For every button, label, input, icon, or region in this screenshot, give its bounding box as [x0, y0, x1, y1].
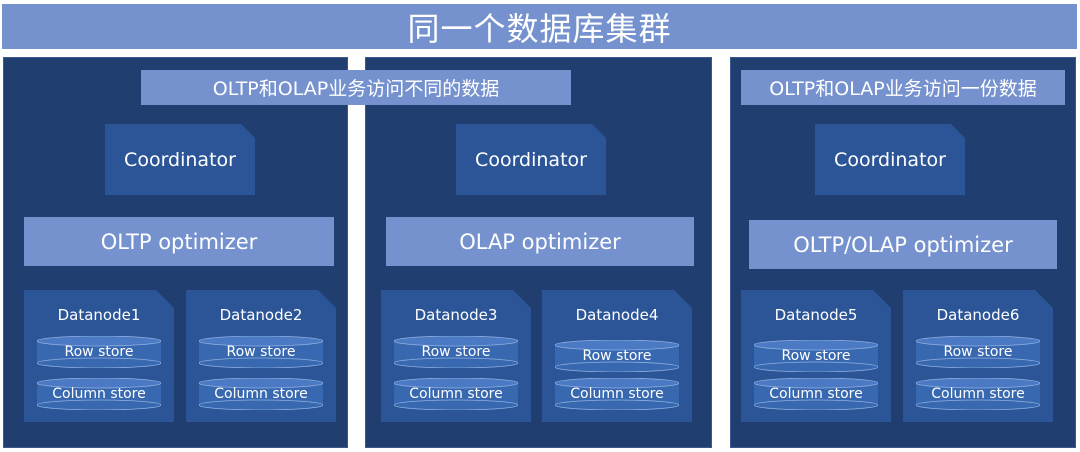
datanode-label: Datanode6 — [936, 306, 1020, 324]
datanode-4: Datanode4 Row store Column store — [542, 290, 692, 422]
column-store-label: Column store — [409, 386, 503, 402]
row-store-label: Row store — [781, 348, 851, 364]
datanode-label: Datanode4 — [575, 306, 659, 324]
column-store-cylinder: Column store — [916, 378, 1040, 410]
datanode-label: Datanode1 — [57, 306, 141, 324]
row-store-cylinder: Row store — [37, 336, 161, 368]
datanode-5: Datanode5 Row store Column store — [741, 290, 891, 422]
datanode-label: Datanode3 — [414, 306, 498, 324]
row-store-cylinder: Row store — [394, 336, 518, 368]
column-store-label: Column store — [931, 386, 1025, 402]
datanode-2: Datanode2 Row store Column store — [186, 290, 336, 422]
column-store-cylinder: Column store — [37, 378, 161, 410]
datanode-label: Datanode2 — [219, 306, 303, 324]
row-store-label: Row store — [421, 344, 491, 360]
row-store-label: Row store — [943, 344, 1013, 360]
row-store-cylinder: Row store — [555, 340, 679, 372]
column-store-cylinder: Column store — [199, 378, 323, 410]
left-subtitle: OLTP和OLAP业务访问不同的数据 — [141, 70, 571, 105]
coordinator-3: Coordinator — [815, 124, 965, 195]
column-store-cylinder: Column store — [754, 378, 878, 410]
row-store-label: Row store — [582, 348, 652, 364]
coordinator-2: Coordinator — [456, 124, 606, 195]
column-store-label: Column store — [769, 386, 863, 402]
right-subtitle: OLTP和OLAP业务访问一份数据 — [741, 70, 1065, 105]
row-store-cylinder: Row store — [916, 336, 1040, 368]
htap-optimizer: OLTP/OLAP optimizer — [749, 220, 1057, 269]
column-store-cylinder: Column store — [555, 378, 679, 410]
datanode-label: Datanode5 — [774, 306, 858, 324]
row-store-cylinder: Row store — [754, 340, 878, 372]
cluster-title: 同一个数据库集群 — [2, 4, 1077, 49]
column-store-cylinder: Column store — [394, 378, 518, 410]
row-store-label: Row store — [64, 344, 134, 360]
olap-optimizer: OLAP optimizer — [386, 217, 694, 266]
column-store-label: Column store — [52, 386, 146, 402]
oltp-optimizer: OLTP optimizer — [24, 217, 334, 266]
row-store-label: Row store — [226, 344, 296, 360]
row-store-cylinder: Row store — [199, 336, 323, 368]
datanode-6: Datanode6 Row store Column store — [903, 290, 1053, 422]
datanode-3: Datanode3 Row store Column store — [381, 290, 531, 422]
column-store-label: Column store — [570, 386, 664, 402]
coordinator-1: Coordinator — [105, 124, 255, 195]
column-store-label: Column store — [214, 386, 308, 402]
datanode-1: Datanode1 Row store Column store — [24, 290, 174, 422]
